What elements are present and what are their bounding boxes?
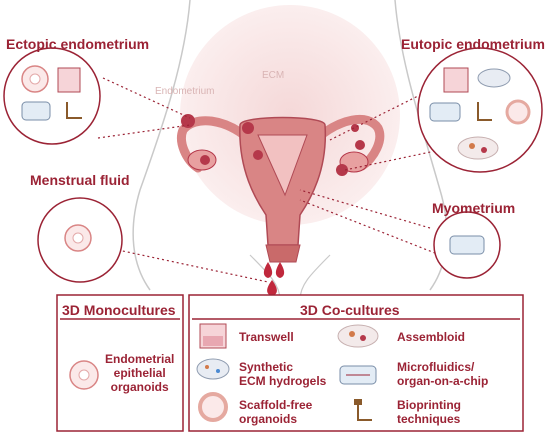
assembloid-label: Assembloid (397, 330, 466, 344)
hydrogel-label: Synthetic ECM hydrogels (239, 360, 327, 388)
menstrual-label: Menstrual fluid (30, 172, 130, 188)
eutopic-label: Eutopic endometrium (401, 36, 545, 52)
microfluidics-icon (339, 365, 377, 385)
endometrium-ghost-label: Endometrium (155, 86, 215, 97)
bioprinting-icon (354, 399, 372, 421)
cocultures-title: 3D Co-cultures (300, 302, 400, 318)
bioprinting-label: Bioprinting techniques (397, 398, 461, 426)
myometrium-circle (433, 211, 501, 279)
scaffold-free-label: Scaffold-free organoids (239, 398, 313, 426)
myometrium-label: Myometrium (432, 200, 516, 216)
transwell-label: Transwell (239, 330, 294, 344)
hydrogel-icon (196, 358, 230, 380)
ectopic-circle (3, 47, 101, 145)
transwell-icon (199, 323, 227, 349)
menstrual-circle (37, 197, 123, 283)
monocultures-title: 3D Monocultures (62, 302, 176, 318)
connectors (97, 77, 441, 283)
assembloid-icon (337, 324, 379, 348)
uterus-illustration (177, 114, 385, 296)
eutopic-circle (417, 47, 543, 173)
ectopic-label: Ectopic endometrium (6, 36, 150, 52)
cocultures-panel (188, 294, 524, 432)
scaffold-free-icon (198, 392, 228, 422)
organoid-icon (69, 360, 99, 390)
microfluidics-label: Microfluidics/ organ-on-a-chip (397, 360, 489, 388)
organoid-label: Endometrial epithelial organoids (105, 352, 175, 394)
ecm-ghost-label: ECM (262, 70, 285, 81)
